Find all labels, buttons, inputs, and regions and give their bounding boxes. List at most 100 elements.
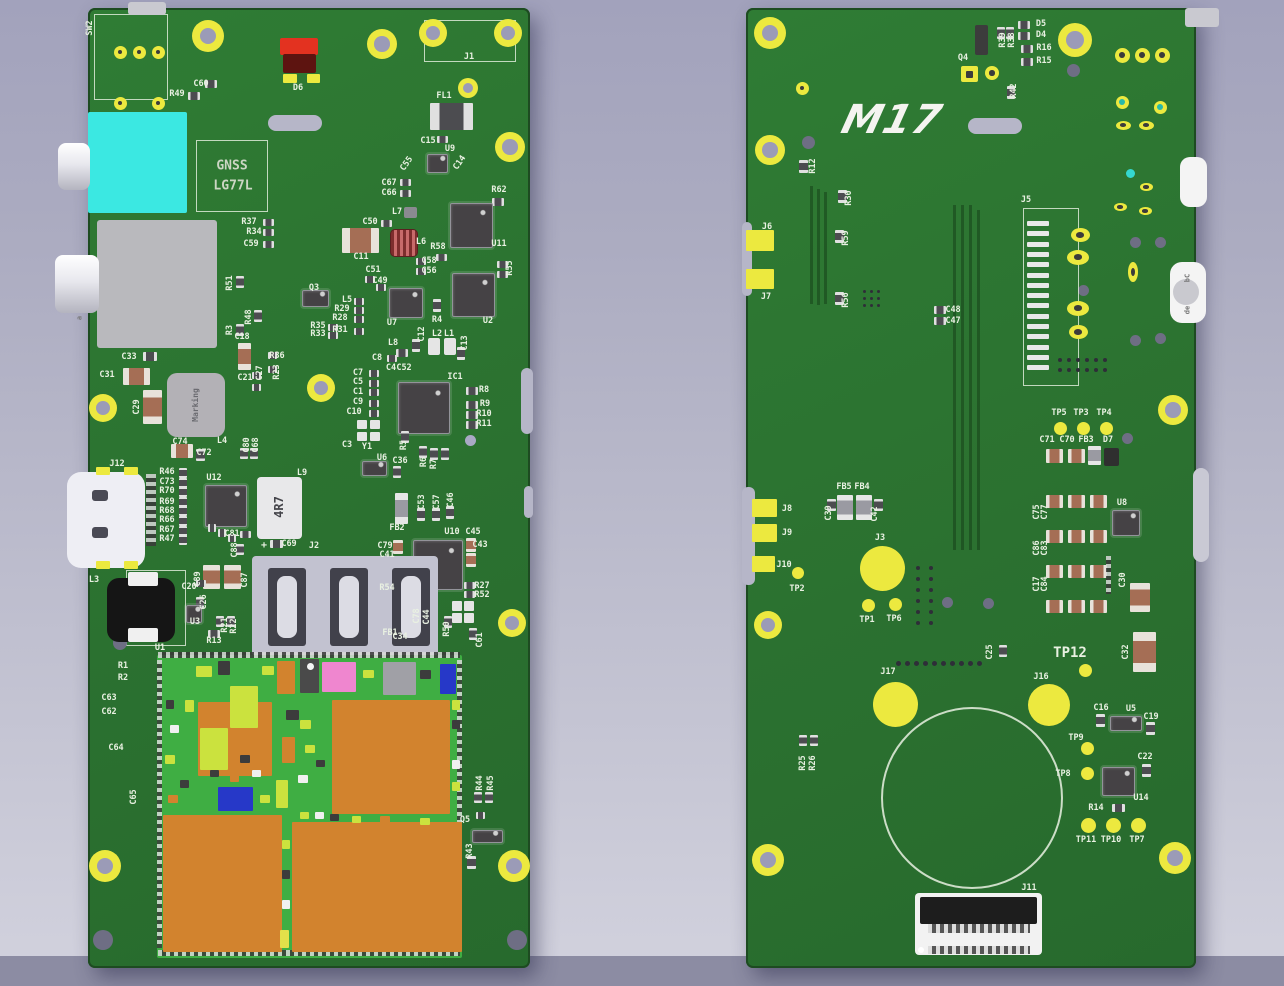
- silk-label: R48: [243, 309, 254, 325]
- resistor: [196, 580, 206, 587]
- pad: [1076, 421, 1090, 435]
- silk-label: C62: [101, 706, 117, 717]
- component-body: [746, 269, 774, 289]
- connector-pad: [1027, 272, 1049, 278]
- board-edge-notch: [524, 486, 533, 518]
- resistor: [400, 190, 411, 197]
- component-body: [128, 628, 158, 642]
- silk-label: L4: [216, 435, 228, 446]
- resistor: [365, 276, 375, 283]
- silk-label: LG77L: [213, 178, 253, 194]
- silk-label: C53: [416, 494, 427, 510]
- component-body: [1185, 8, 1219, 27]
- silk-label: U2: [482, 315, 494, 326]
- via: [913, 660, 919, 666]
- via: [929, 610, 933, 614]
- silk-label: C43: [472, 539, 488, 550]
- resistor: [799, 735, 807, 746]
- silk-label: C36: [392, 455, 408, 466]
- component-body: [96, 561, 110, 569]
- silk-label: C51: [365, 264, 381, 275]
- pad-center: [1119, 99, 1125, 105]
- silk-label: C33: [121, 351, 137, 362]
- silk-label: C9: [352, 396, 364, 407]
- copper-trace: [810, 186, 813, 304]
- capacitor: [1046, 565, 1063, 578]
- pin-row: [157, 660, 162, 948]
- component-body: [300, 659, 319, 693]
- silk-label: C52: [396, 362, 412, 373]
- ic-chip: [1112, 510, 1140, 536]
- capacitor: [1068, 530, 1085, 543]
- ferrite-bead: [1088, 446, 1101, 465]
- component-body: [97, 220, 217, 348]
- component-body: [975, 25, 988, 55]
- resistor: [835, 230, 844, 243]
- pad-center: [1074, 329, 1082, 335]
- jack-barrel: [55, 255, 99, 313]
- silkscreen-outline: [1023, 208, 1079, 386]
- speaker-outline: [881, 707, 1063, 889]
- silk-label: C1: [352, 386, 364, 397]
- resistor: [263, 241, 274, 248]
- component-body: [218, 787, 253, 811]
- component-body: [746, 230, 774, 251]
- component-body: [752, 499, 777, 517]
- component-body: [357, 432, 367, 441]
- via: [931, 660, 937, 666]
- pad: [1080, 741, 1094, 755]
- pad-center: [425, 25, 441, 41]
- silk-label: R47: [159, 533, 175, 544]
- pad-center: [799, 85, 805, 91]
- silk-label: C66: [381, 187, 397, 198]
- component-body: [1180, 157, 1207, 207]
- via: [1085, 358, 1089, 362]
- pad-center: [1076, 232, 1084, 238]
- component-body: [380, 816, 390, 823]
- via: [949, 660, 955, 666]
- silk-label: Q3: [308, 282, 320, 293]
- component-body: [230, 775, 239, 782]
- via: [916, 566, 920, 570]
- component-body: [370, 432, 380, 441]
- silk-label: C57: [431, 494, 442, 510]
- ic-chip: [472, 830, 503, 843]
- capacitor: [238, 343, 251, 370]
- wound-inductor: [390, 229, 418, 257]
- resistor: [997, 27, 1005, 39]
- silk-label: TP4: [1096, 407, 1112, 418]
- pad-center: [1142, 209, 1148, 213]
- silk-label: R45: [485, 775, 496, 791]
- silk-label: R6: [418, 456, 429, 468]
- silk-label: a: [75, 315, 84, 321]
- component-body: [420, 818, 430, 825]
- silk-label: J8: [781, 503, 793, 514]
- silk-label: J2: [308, 540, 320, 551]
- pad-center: [1120, 123, 1126, 127]
- component-body: [210, 770, 219, 777]
- silk-label: R52: [474, 589, 490, 600]
- capacitor: [466, 538, 476, 552]
- through-hole-pad: [1154, 47, 1170, 63]
- silk-label: U9: [444, 143, 456, 154]
- resistor: [1021, 58, 1033, 66]
- silk-label: R16: [1036, 42, 1052, 53]
- resistor: [236, 276, 244, 288]
- pad-center: [1139, 52, 1145, 58]
- resistor: [1112, 804, 1125, 812]
- resistor: [497, 271, 508, 278]
- pad-center: [1159, 52, 1165, 58]
- oval-pad: [1068, 325, 1088, 339]
- capacitor: [171, 444, 193, 458]
- silk-label: C70: [1059, 434, 1075, 445]
- capacitor: [1046, 449, 1063, 463]
- resistor: [934, 306, 946, 314]
- silk-label: C25: [984, 644, 995, 660]
- resistor: [1018, 32, 1030, 40]
- silk-label: J3: [874, 532, 886, 543]
- via: [929, 566, 933, 570]
- resistor: [934, 317, 946, 325]
- component-body: [444, 338, 456, 355]
- via: [876, 303, 880, 307]
- resistor: [464, 591, 475, 598]
